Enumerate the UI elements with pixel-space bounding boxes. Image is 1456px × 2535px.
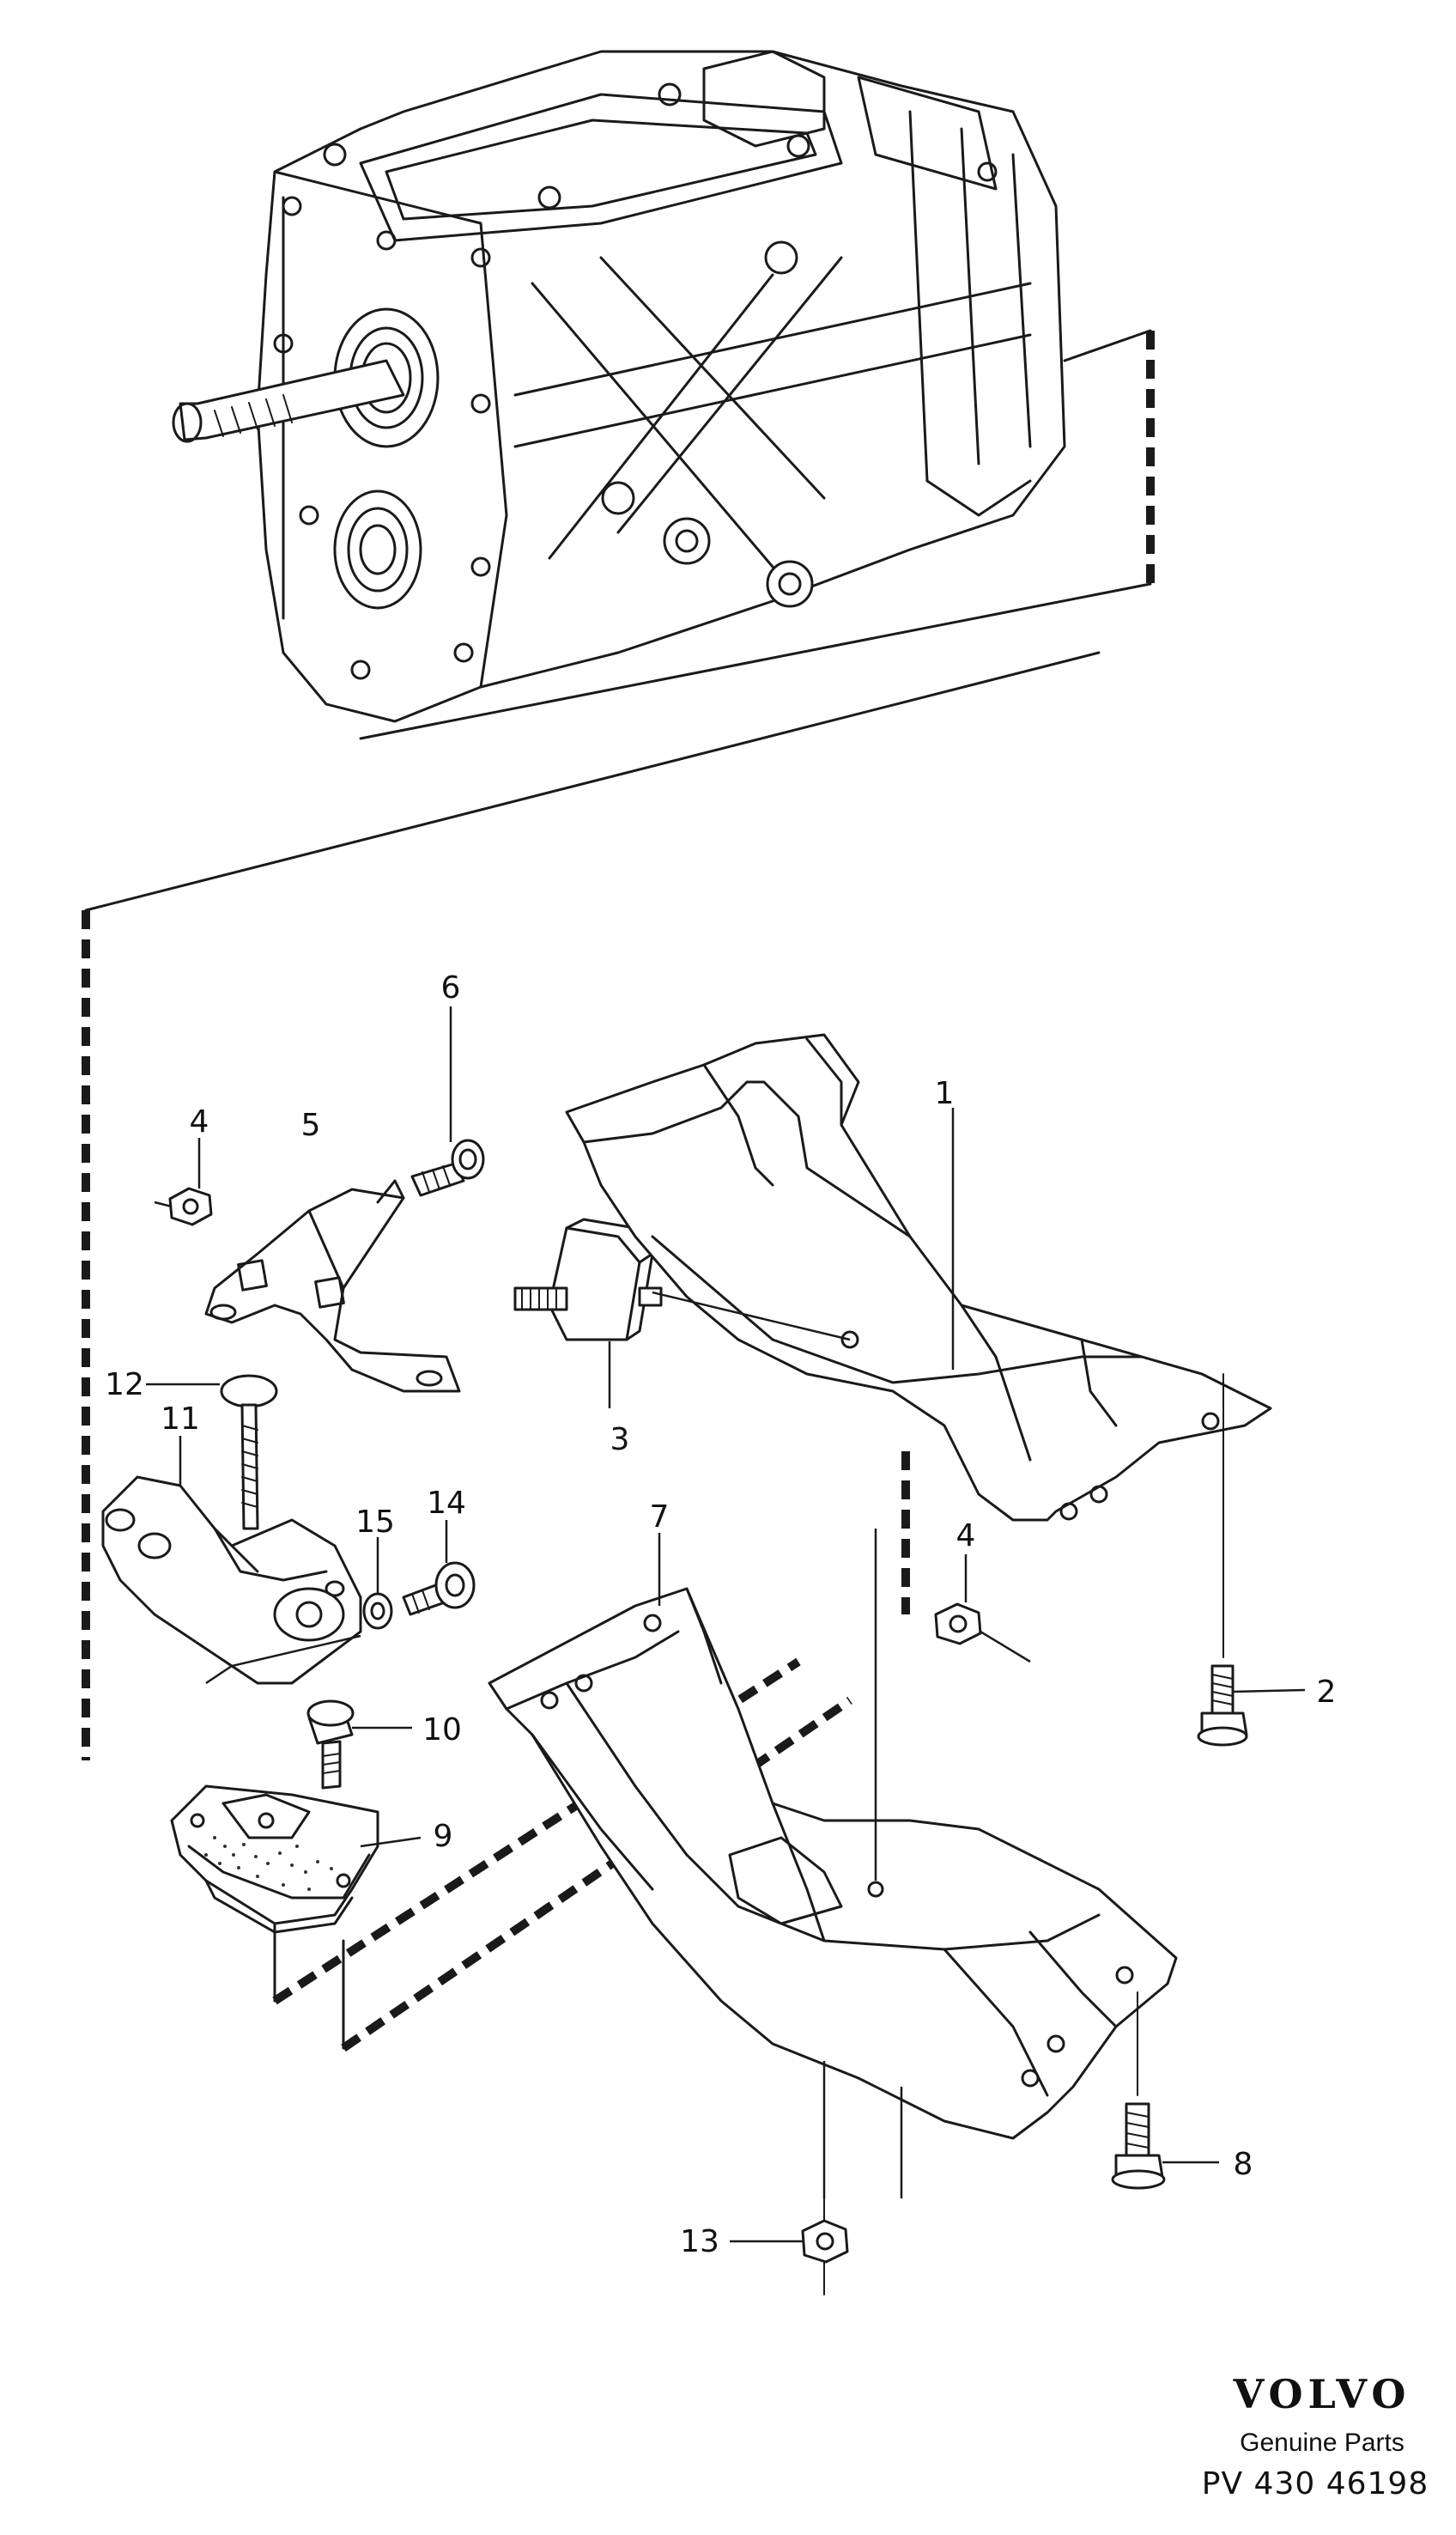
mount-bracket-part-11 (101, 1436, 362, 1685)
transmission-housing (172, 50, 1066, 723)
callout-13: 13 (680, 2224, 719, 2259)
rubber-block-part-3 (513, 1218, 663, 1408)
callout-8: 8 (1234, 2147, 1253, 2182)
reference-number: PV 430 46198 (1202, 2466, 1429, 2502)
bolt-part-8 (1111, 1991, 1219, 2190)
bracket-part-5 (204, 1179, 461, 1393)
callout-4-upper: 4 (190, 1104, 209, 1140)
nut-part-13 (730, 2094, 849, 2295)
callout-11: 11 (161, 1401, 200, 1437)
callout-9: 9 (434, 1819, 453, 1854)
pad-texture (204, 1836, 333, 1891)
washer-part-15 (362, 1537, 393, 1630)
callout-12: 12 (105, 1367, 144, 1402)
group-outline-mount (82, 651, 1101, 1760)
crossmember-part-7 (488, 1529, 1178, 2198)
mount-pad-part-9 (170, 1784, 422, 1934)
crossmember-part-1 (565, 1033, 1272, 1522)
genuine-parts-label: Genuine Parts (1240, 2429, 1404, 2457)
callout-2: 2 (1317, 1675, 1337, 1710)
bolt-part-6 (410, 1006, 485, 1197)
bolt-part-2 (1197, 1373, 1306, 1747)
callout-7: 7 (650, 1499, 670, 1535)
callout-14: 14 (427, 1486, 466, 1521)
callout-5: 5 (301, 1108, 321, 1143)
group-outline-transmission (359, 329, 1155, 740)
volvo-logo-text: VOLVO (1233, 2371, 1411, 2417)
nut-part-4-upper (154, 1138, 213, 1226)
leader-part-11-shaft (205, 1634, 361, 1685)
group-outline-crossmember (272, 1451, 910, 2052)
callout-4-lower: 4 (956, 1518, 976, 1553)
callout-1: 1 (935, 1076, 955, 1111)
callout-3: 3 (610, 1422, 630, 1457)
callout-15: 15 (355, 1505, 395, 1540)
callout-labels: 1 2 3 4 4 5 6 7 8 9 10 11 12 13 14 15 (105, 970, 1336, 2259)
bolt-part-10 (306, 1699, 412, 1790)
callout-6: 6 (441, 970, 461, 1006)
nut-part-4-lower (934, 1554, 1031, 1663)
callout-10: 10 (422, 1712, 462, 1748)
bolt-part-14 (402, 1520, 476, 1616)
footer: VOLVO Genuine Parts PV 430 46198 (1202, 2371, 1429, 2502)
bolt-part-12 (146, 1374, 278, 1530)
